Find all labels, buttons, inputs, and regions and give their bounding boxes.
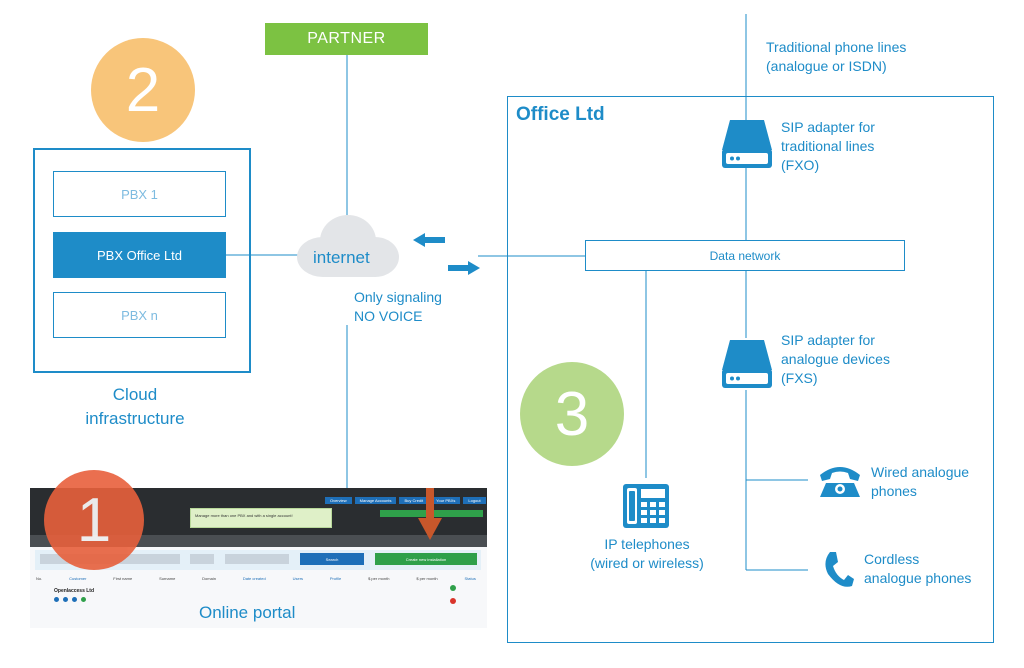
portal-down-arrow-icon xyxy=(418,488,442,540)
partner-badge: PARTNER xyxy=(265,23,428,55)
cloud-infrastructure-box xyxy=(33,148,251,373)
step-2-number: 2 xyxy=(125,55,161,125)
signaling-note-line1: Only signaling xyxy=(354,289,442,305)
portal-column-header: Customer xyxy=(69,576,87,581)
wired-phones-line1: Wired analogue xyxy=(871,464,970,480)
partner-label: PARTNER xyxy=(307,30,386,47)
online-portal-screenshot: Overview Manage Accounts Buy Credit Your… xyxy=(30,488,487,628)
traditional-lines-line1: Traditional phone lines xyxy=(766,39,907,55)
step-2-circle: 2 xyxy=(91,38,195,142)
portal-column-header: Surname xyxy=(159,576,176,581)
portal-search-button[interactable]: Search xyxy=(300,553,364,565)
internet-label: internet xyxy=(313,248,370,267)
pbx-item-label: PBX Office Ltd xyxy=(96,247,183,263)
portal-action-icons xyxy=(54,597,86,602)
step-3-circle: 3 xyxy=(520,362,624,466)
fxs-line2: analogue devices xyxy=(781,351,890,367)
signaling-note-line2: NO VOICE xyxy=(354,308,423,324)
ip-phone-icon xyxy=(623,484,669,528)
portal-nav: Overview Manage Accounts Buy Credit Your… xyxy=(325,497,486,504)
portal-column-header: No. xyxy=(36,576,43,581)
portal-create-button[interactable]: Create new installation xyxy=(375,553,477,565)
portal-banner: Manage more than one PBX and with a sing… xyxy=(190,508,332,528)
fxs-line3: (FXS) xyxy=(781,370,818,386)
ip-phones-line2: (wired or wireless) xyxy=(590,555,704,571)
portal-column-header: Date created xyxy=(242,576,266,581)
data-network-label: Data network xyxy=(709,248,781,263)
internet-cloud-icon xyxy=(297,215,399,277)
status-ok-icon xyxy=(450,585,456,591)
cordless-phones-line2: analogue phones xyxy=(864,570,972,586)
pbx-item-n[interactable]: PBX n xyxy=(53,292,226,338)
fxs-adapter-icon xyxy=(722,340,772,388)
portal-table-header: No. Customer First name Surname Domain D… xyxy=(36,576,476,581)
portal-nav-item[interactable]: Your PBXs xyxy=(431,497,461,504)
pbx-item-1[interactable]: PBX 1 xyxy=(53,171,226,217)
portal-column-header: $ per month xyxy=(368,576,390,581)
cordless-phones-label: Cordless analogue phones xyxy=(864,550,971,588)
office-boundary xyxy=(507,96,994,643)
portal-nav-item[interactable]: Manage Accounts xyxy=(354,497,397,504)
portal-subbar xyxy=(30,535,487,547)
ip-phones-label: IP telephones (wired or wireless) xyxy=(572,535,722,573)
delete-icon[interactable] xyxy=(450,598,456,604)
fxs-line1: SIP adapter for xyxy=(781,332,875,348)
cordless-phones-line1: Cordless xyxy=(864,551,920,567)
cloud-caption-line1: Cloud xyxy=(112,385,158,404)
arrow-right-icon xyxy=(448,261,480,275)
pbx-item-office-ltd[interactable]: PBX Office Ltd xyxy=(53,232,226,278)
portal-banner-text: Manage more than one PBX and with a sing… xyxy=(195,513,293,518)
portal-customer-name[interactable]: Openlaccess Ltd xyxy=(54,588,95,594)
arrow-left-icon xyxy=(413,233,445,247)
portal-nav-item[interactable]: Buy Credit xyxy=(399,497,429,504)
portal-create-label: Create new installation xyxy=(405,556,447,562)
cordless-phone-icon xyxy=(825,552,854,587)
data-network-box: Data network xyxy=(585,240,905,271)
portal-nav-item[interactable]: Overview xyxy=(325,497,352,504)
pbx-item-label: PBX n xyxy=(121,307,158,323)
edit-icon[interactable] xyxy=(54,597,59,602)
wired-phone-icon xyxy=(820,467,860,497)
cloud-caption: Cloud infrastructure xyxy=(60,383,210,431)
portal-column-header: Profile xyxy=(329,576,342,581)
portal-filter-select[interactable] xyxy=(225,554,289,564)
cloud-caption-line2: infrastructure xyxy=(85,409,185,428)
step-1-number: 1 xyxy=(76,485,112,555)
fxs-label: SIP adapter for analogue devices (FXS) xyxy=(781,331,890,388)
portal-column-header: $ per month xyxy=(416,576,438,581)
fxo-label: SIP adapter for traditional lines (FXO) xyxy=(781,118,875,175)
portal-column-header: First name xyxy=(113,576,133,581)
ip-phones-line1: IP telephones xyxy=(604,536,690,552)
fxo-line2: traditional lines xyxy=(781,138,875,154)
step-1-circle: 1 xyxy=(44,470,144,570)
online-portal-caption: Online portal xyxy=(199,603,296,622)
portal-filter-select[interactable] xyxy=(190,554,214,564)
wired-phones-line2: phones xyxy=(871,483,917,499)
traditional-lines-label: Traditional phone lines (analogue or ISD… xyxy=(766,38,906,76)
fxo-line1: SIP adapter for xyxy=(781,119,875,135)
signaling-note: Only signaling NO VOICE xyxy=(354,288,442,326)
portal-column-header: Domain xyxy=(202,576,216,581)
portal-column-header: Status xyxy=(464,576,476,581)
office-title: Office Ltd xyxy=(516,104,605,125)
fxo-adapter-icon xyxy=(722,120,772,168)
step-3-number: 3 xyxy=(554,379,590,449)
portal-column-header: Users xyxy=(292,576,304,581)
portal-search-label: Search xyxy=(325,556,339,562)
configure-icon[interactable] xyxy=(63,597,68,602)
portal-nav-item[interactable]: Logout xyxy=(463,497,486,504)
pbx-item-label: PBX 1 xyxy=(121,186,158,202)
fxo-line3: (FXO) xyxy=(781,157,820,173)
upgrade-icon[interactable] xyxy=(81,597,86,602)
traditional-lines-line2: (analogue or ISDN) xyxy=(766,58,887,74)
wired-phones-label: Wired analogue phones xyxy=(871,463,969,501)
notify-icon[interactable] xyxy=(72,597,77,602)
